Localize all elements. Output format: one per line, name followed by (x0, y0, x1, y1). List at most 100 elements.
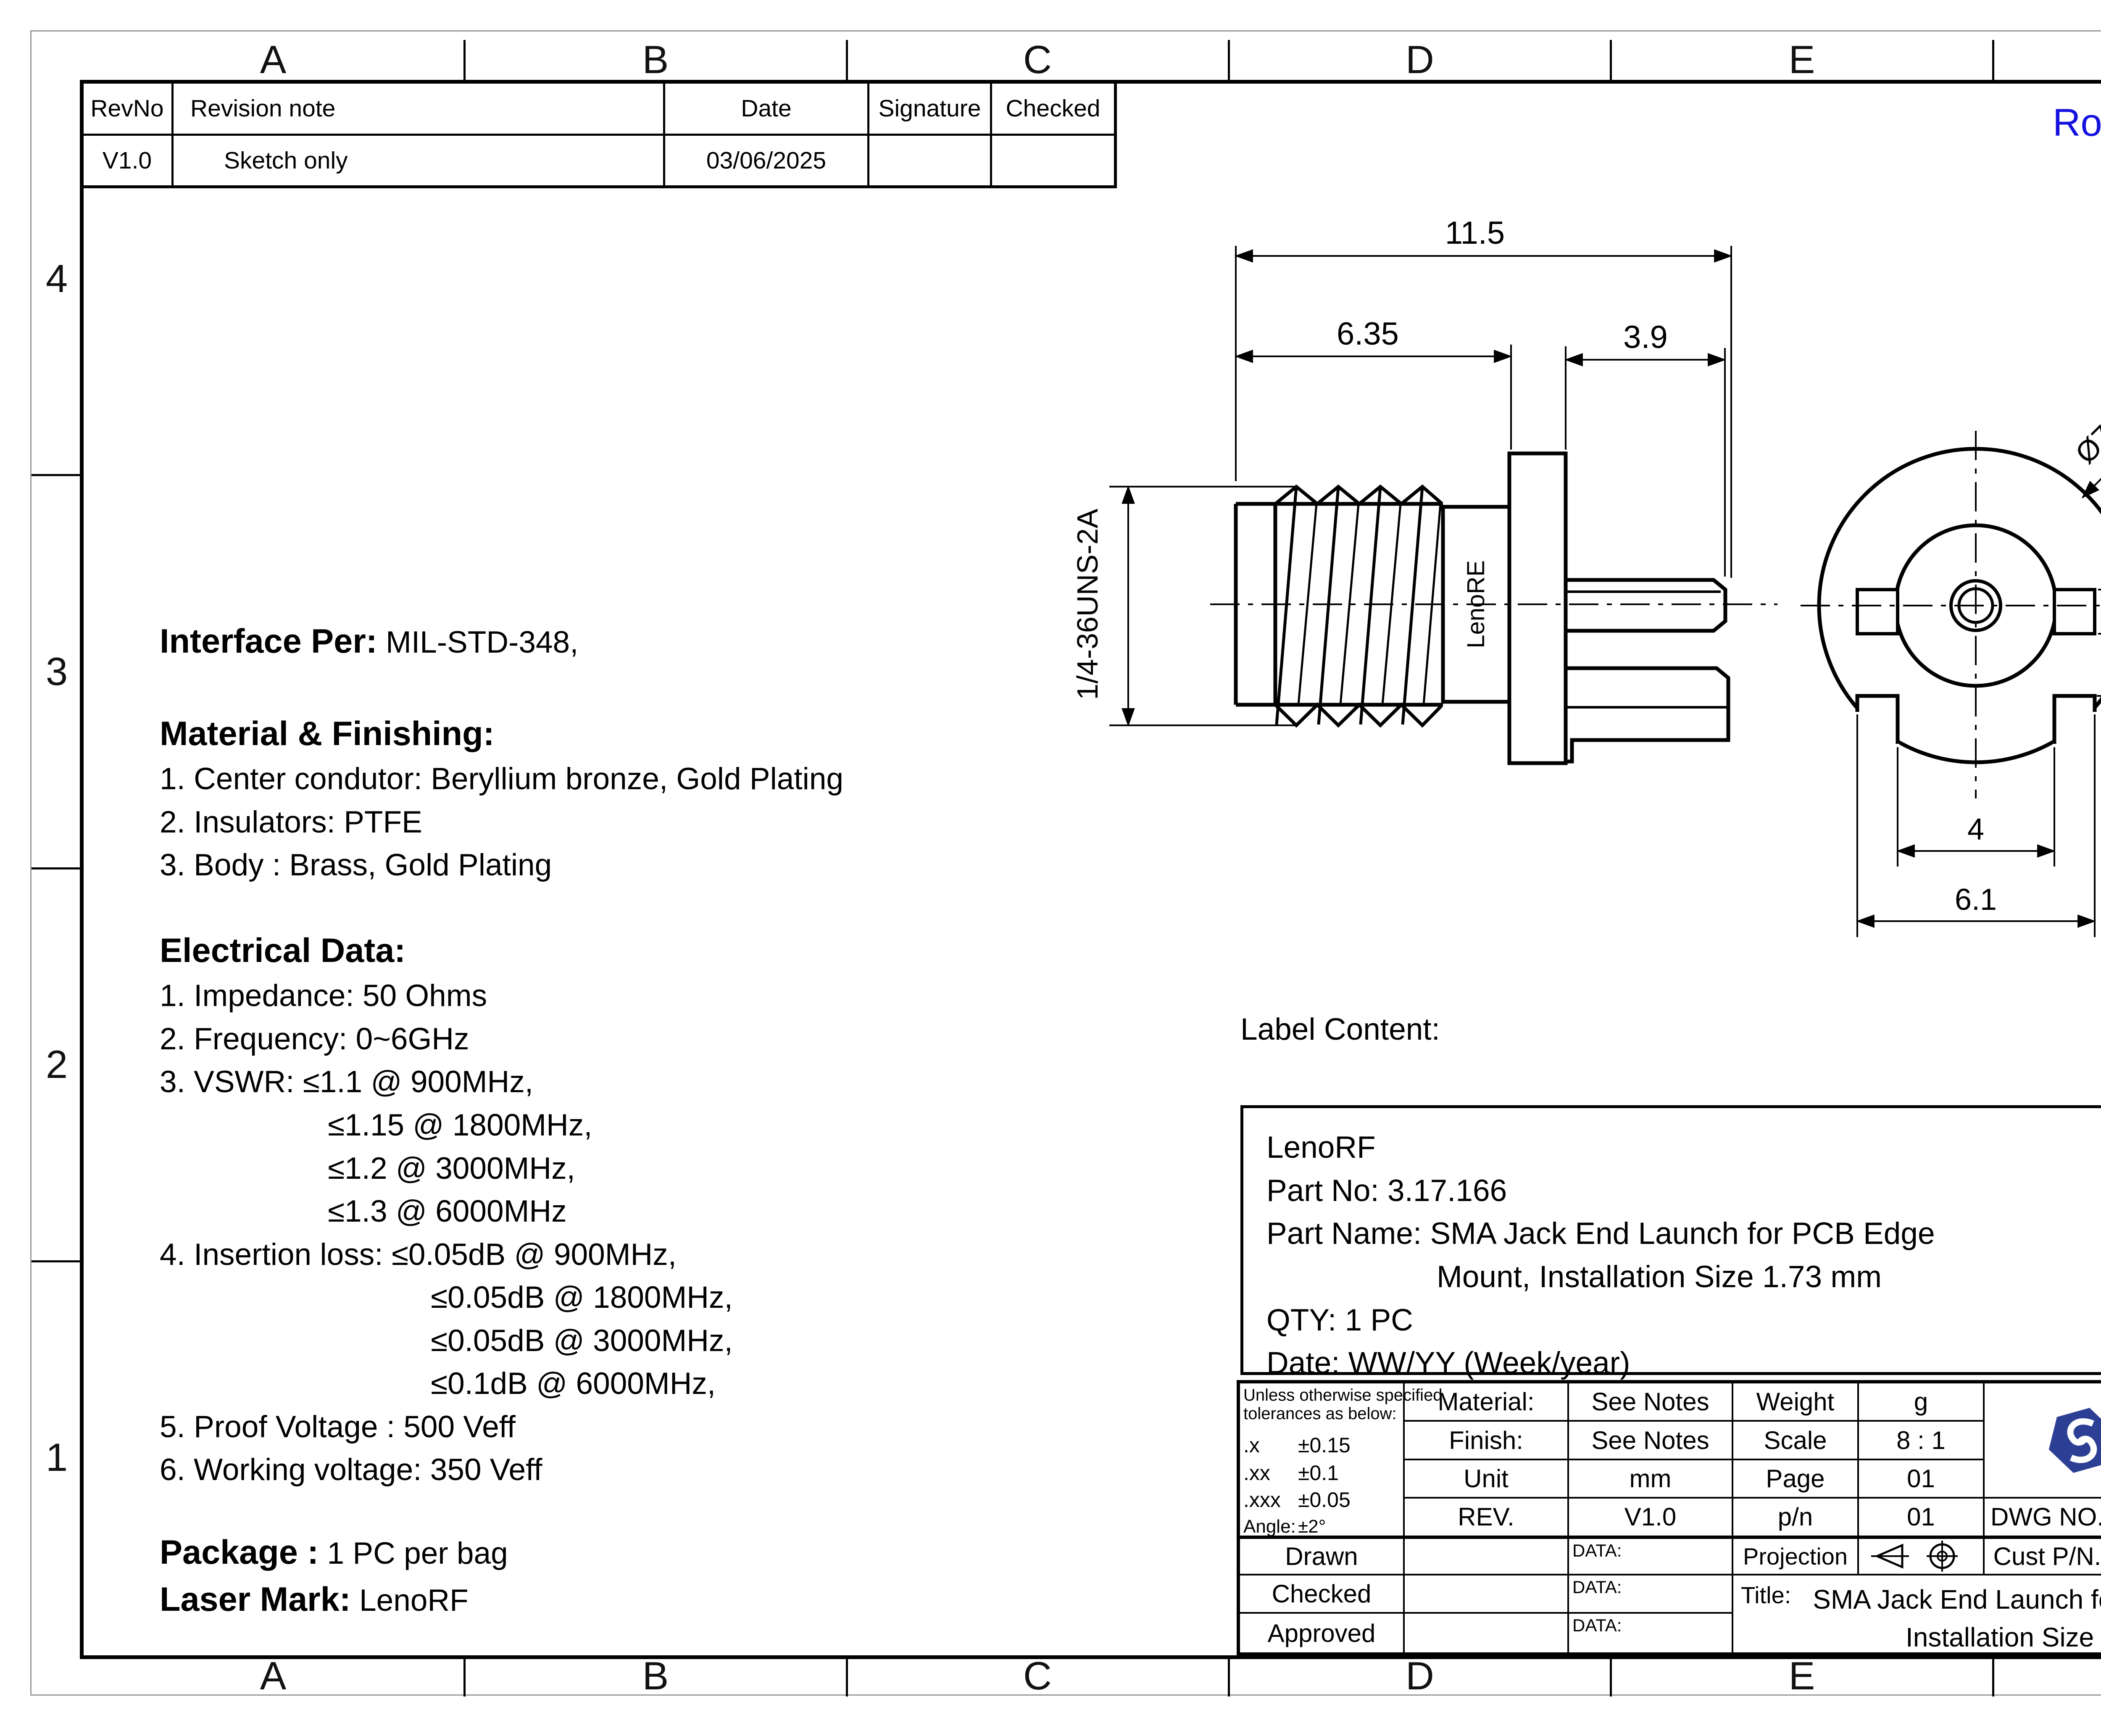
cust-pn-label: Cust P/N. (1985, 1537, 2101, 1575)
zone-tick (1228, 40, 1230, 82)
electrical-item: 1. Impedance: 50 Ohms (160, 979, 487, 1013)
third-angle-projection-icon (1871, 1541, 1958, 1572)
interface-label: Interface Per: (160, 622, 377, 660)
page-label: Page (1733, 1460, 1859, 1499)
electrical-heading: Electrical Data: (160, 932, 406, 969)
material-item: 3. Body : Brass, Gold Plating (160, 848, 552, 882)
rev-label: REV. (1405, 1499, 1569, 1537)
revision-header-signature: Signature (869, 83, 992, 136)
tolerance-note: tolerances as below: (1243, 1404, 1397, 1423)
zone-tick (846, 1656, 848, 1696)
zone-col-label: A (260, 1654, 287, 1698)
tolerance-row: .xx±0.1 (1243, 1461, 1339, 1485)
dim-outer-width: 6.1 (1955, 883, 1997, 917)
finish-label: Finish: (1405, 1422, 1569, 1460)
zone-row-label: 1 (45, 1435, 68, 1479)
zone-tick (1228, 1656, 1230, 1696)
body-brand-mark: LenoRE (1462, 560, 1490, 648)
electrical-item: 6. Working voltage: 350 Veff (160, 1453, 542, 1487)
revision-cell-note: Sketch only (174, 136, 665, 185)
scale-value: 8 : 1 (1859, 1422, 1985, 1460)
tolerance-angle-row: Angle:±2° (1243, 1516, 1326, 1537)
zone-tick (1992, 1656, 1994, 1696)
electrical-item: ≤0.05dB @ 1800MHz, (431, 1280, 733, 1315)
weight-label: Weight (1733, 1383, 1859, 1422)
dwg-no-label: DWG NO. (1985, 1499, 2101, 1537)
notes-block: Interface Per: MIL-STD-348, Material & F… (160, 622, 1210, 1673)
label-line: Mount, Installation Size 1.73 mm (1437, 1260, 1882, 1294)
logo-hexagon-icon (2048, 1407, 2101, 1473)
zone-row-label: 4 (45, 256, 68, 300)
checked-label: Checked (1240, 1575, 1405, 1614)
material-value: See Notes (1569, 1383, 1733, 1422)
zone-tick (1610, 40, 1612, 82)
revision-header-note: Revision note (174, 83, 665, 136)
pn-value: 01 (1859, 1499, 1985, 1537)
checked-signature-cell (1405, 1575, 1569, 1614)
approved-date-cell: DATA: (1569, 1614, 1733, 1652)
label-line: Part No: 3.17.166 (1266, 1174, 1507, 1208)
label-content-heading: Label Content: (1240, 1012, 1440, 1046)
zone-col-label: D (1406, 37, 1434, 82)
electrical-item: 3. VSWR: ≤1.1 @ 900MHz, (160, 1065, 534, 1099)
label-content-box: LenoRF Part No: 3.17.166 Part Name: SMA … (1240, 1105, 2101, 1380)
tolerance-note: Unless otherwise specified, (1243, 1386, 1447, 1404)
label-line: Date: WW/YY (Week/year) (1266, 1346, 1630, 1380)
tolerance-row: .xxx±0.05 (1243, 1488, 1351, 1512)
electrical-item: 5. Proof Voltage : 500 Veff (160, 1410, 516, 1444)
revision-cell-date: 03/06/2025 (665, 136, 869, 185)
title-line2: Installation Size 1.73 mm (1906, 1622, 2101, 1652)
material-item: 1. Center condutor: Beryllium bronze, Go… (160, 762, 844, 796)
zone-tick (32, 1260, 80, 1262)
drawn-label: Drawn (1240, 1537, 1405, 1575)
weight-value: g (1859, 1383, 1985, 1422)
revision-header-date: Date (665, 83, 869, 136)
interface-note: Interface Per: MIL-STD-348, (160, 622, 579, 660)
checked-date-cell: DATA: (1569, 1575, 1733, 1614)
end-view-dimensions (1856, 478, 2101, 937)
drawn-signature-cell (1405, 1537, 1569, 1575)
company-logo: LenoRF (1985, 1383, 2101, 1499)
zone-col-label: D (1406, 1654, 1434, 1698)
rev-value: V1.0 (1569, 1499, 1733, 1537)
title-label: Title: (1741, 1581, 1791, 1608)
revision-cell-signature (869, 136, 992, 185)
electrical-item: ≤1.3 @ 6000MHz (328, 1194, 567, 1228)
label-line: Part Name: SMA Jack End Launch for PCB E… (1266, 1217, 1935, 1251)
title-block: Unless otherwise specified, tolerances a… (1237, 1380, 2101, 1656)
zone-col-label: B (642, 1654, 669, 1698)
zone-col-label: E (1788, 1654, 1815, 1698)
package-note: Package : 1 PC per bag (160, 1533, 508, 1571)
revision-cell-rev: V1.0 (83, 136, 174, 185)
projection-symbol (1859, 1537, 1985, 1575)
zone-col-label: C (1023, 37, 1052, 82)
revision-header-revno: RevNo (83, 83, 174, 136)
dim-inner-width: 4 (1967, 813, 1984, 846)
laser-mark-note: Laser Mark: LenoRF (160, 1581, 469, 1618)
electrical-item: ≤1.2 @ 3000MHz, (328, 1151, 575, 1185)
zone-tick (1992, 40, 1994, 82)
dim-thread-length: 6.35 (1337, 316, 1399, 352)
zone-tick (32, 867, 80, 869)
dim-thread-spec: 1/4-36UNS-2A (1071, 508, 1104, 700)
rohs-compliance-note: RoHS Compliant. (2053, 101, 2101, 144)
material-item: 2. Insulators: PTFE (160, 805, 422, 839)
zone-col-label: B (642, 37, 669, 82)
electrical-item: ≤1.15 @ 1800MHz, (328, 1108, 592, 1142)
material-heading: Material & Finishing: (160, 715, 495, 753)
revision-header-checked: Checked (992, 83, 1114, 136)
approved-signature-cell (1405, 1614, 1569, 1652)
unit-value: mm (1569, 1460, 1733, 1499)
dim-total-length: 11.5 (1445, 215, 1505, 251)
zone-tick (32, 474, 80, 476)
zone-tick (846, 40, 848, 82)
tolerance-box: Unless otherwise specified, tolerances a… (1240, 1383, 1447, 1537)
drawing-title-cell: Title: SMA Jack End Launch for PCB Edge … (1733, 1575, 2101, 1652)
zone-tick (1610, 1656, 1612, 1696)
zone-col-label: A (260, 37, 287, 82)
drawn-date-cell: DATA: (1569, 1537, 1733, 1575)
zone-tick (463, 1656, 466, 1696)
page-value: 01 (1859, 1460, 1985, 1499)
dim-tail-length: 3.9 (1623, 319, 1668, 355)
